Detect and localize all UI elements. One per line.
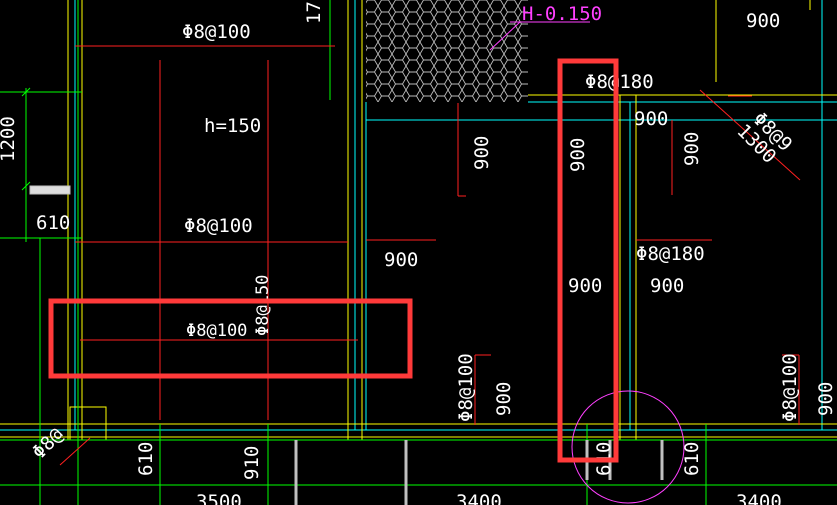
rebar-top-label: Φ8@100: [182, 21, 251, 43]
dim-1200-label: 1200: [0, 116, 19, 162]
rebar-vertical-150: Φ8@150: [253, 275, 273, 336]
dim-3400-b: 3400: [736, 491, 782, 505]
dim-3500: 3500: [196, 491, 242, 505]
dim-900-vertical-e: 900: [815, 382, 837, 416]
rebar-lines: [59, 45, 801, 466]
yellow-lines: [0, 0, 837, 441]
dim-900-center: 900: [568, 275, 602, 297]
rebar-center-top-label: Φ8@180: [585, 71, 654, 93]
dim-900-right-a: 900: [634, 108, 668, 130]
gray-lines: [29, 185, 664, 505]
magenta-annotations: [489, 21, 685, 504]
elevation-label: H-0.150: [522, 3, 602, 25]
rebar-box-label: Φ8@100: [186, 321, 247, 341]
dim-900-vertical-a: 900: [471, 136, 493, 170]
dim-610-bottom-3: 610: [681, 442, 703, 476]
dim-900-right-b: 900: [650, 275, 684, 297]
dim-910-bottom: 910: [241, 446, 263, 480]
highlight-box-horizontal: [48, 298, 413, 379]
dim-900-top-right: 900: [746, 10, 780, 32]
dim-900-mid: 900: [384, 249, 418, 271]
rebar-mid-label: Φ8@100: [184, 215, 253, 237]
dim-610-bottom-1: 610: [135, 442, 157, 476]
cyan-lines: [0, 0, 837, 431]
thickness-label: h=150: [204, 115, 261, 137]
dim-900-vertical-c: 900: [681, 132, 703, 166]
dim-3400-a: 3400: [456, 491, 502, 505]
dim-900-vertical-d: 900: [493, 382, 515, 416]
dim-610-left: 610: [36, 212, 70, 234]
rebar-vertical-100-b: Φ8@100: [779, 353, 801, 422]
highlight-box-vertical: [557, 58, 619, 463]
rebar-vertical-100-a: Φ8@100: [455, 353, 477, 422]
hatched-area: [366, 0, 528, 102]
dim-175-label: 175: [303, 0, 325, 24]
rebar-right-label: Φ8@180: [636, 243, 705, 265]
dim-900-vertical-b: 900: [567, 138, 589, 172]
